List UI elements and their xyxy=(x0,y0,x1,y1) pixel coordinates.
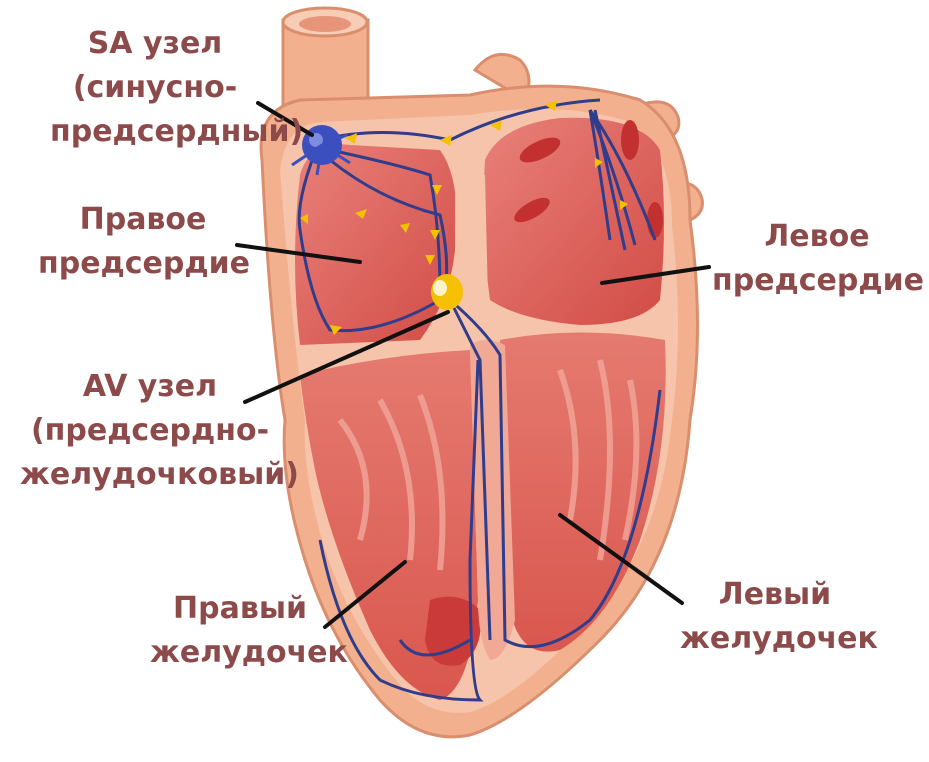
right-atrium-label: Правое предсердие xyxy=(38,198,248,286)
av-node-label: AV узел (предсердно- желудочковый) xyxy=(20,365,280,497)
right-ventricle-label: Правый желудочек xyxy=(150,587,330,675)
left-atrium-vein-opening-4 xyxy=(647,202,663,238)
left-atrium-vein-opening-3 xyxy=(621,120,639,160)
left-ventricle-chamber xyxy=(500,333,666,652)
left-atrium-label: Левое предсердие xyxy=(712,215,922,303)
av-node xyxy=(431,274,463,310)
left-ventricle-label: Левый желудочек xyxy=(680,573,870,661)
right-atrium-chamber xyxy=(295,144,457,345)
sa-node-label: SA узел (синусно- предсердный) xyxy=(50,22,260,154)
